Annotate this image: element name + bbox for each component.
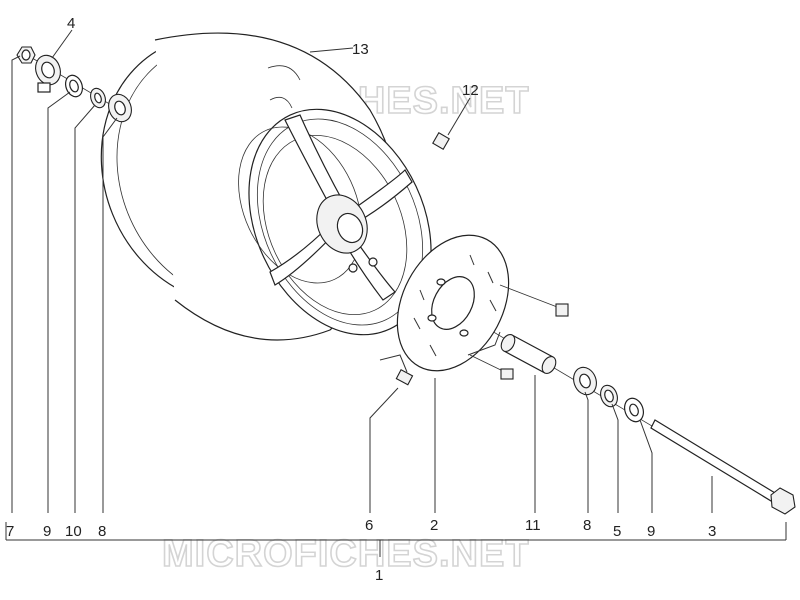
leader-lines <box>11 29 713 513</box>
wheel-rim <box>238 108 432 336</box>
callout-6: 6 <box>365 517 373 534</box>
part-8-bearing-right <box>573 366 597 396</box>
part-2-brake-disc <box>396 234 510 372</box>
part-7-nut <box>16 46 36 64</box>
disc-bolt-upper <box>499 284 569 317</box>
disc-bolt-lower <box>469 354 514 380</box>
callout-2: 2 <box>430 517 438 534</box>
callout-8-right: 8 <box>583 517 591 534</box>
callout-4: 4 <box>67 15 75 32</box>
part-3-wheel-axle <box>650 419 796 515</box>
callout-11: 11 <box>525 517 541 534</box>
callout-3: 3 <box>708 523 716 540</box>
callout-12: 12 <box>462 82 479 99</box>
callout-1: 1 <box>375 567 383 584</box>
callout-5: 5 <box>613 523 621 540</box>
part-4-speedometer-drive <box>35 54 61 93</box>
part-8-bearing-left <box>108 93 132 123</box>
assembly-bracket <box>5 522 787 557</box>
callout-8-left: 8 <box>98 523 106 540</box>
part-11-spacer-tube <box>500 334 557 374</box>
part-10-spacer <box>90 87 106 109</box>
part-6-disc-bolt <box>395 369 414 386</box>
part-12-bolt <box>432 132 450 150</box>
callout-13: 13 <box>352 41 369 58</box>
callout-7: 7 <box>6 523 14 540</box>
watermark-bottom: MICROFICHES.NET <box>162 533 530 575</box>
part-9-seal-right <box>623 397 645 423</box>
part-9-seal-left <box>64 74 84 98</box>
callout-9-left: 9 <box>43 523 51 540</box>
callout-10: 10 <box>65 523 82 540</box>
callout-9-right: 9 <box>647 523 655 540</box>
